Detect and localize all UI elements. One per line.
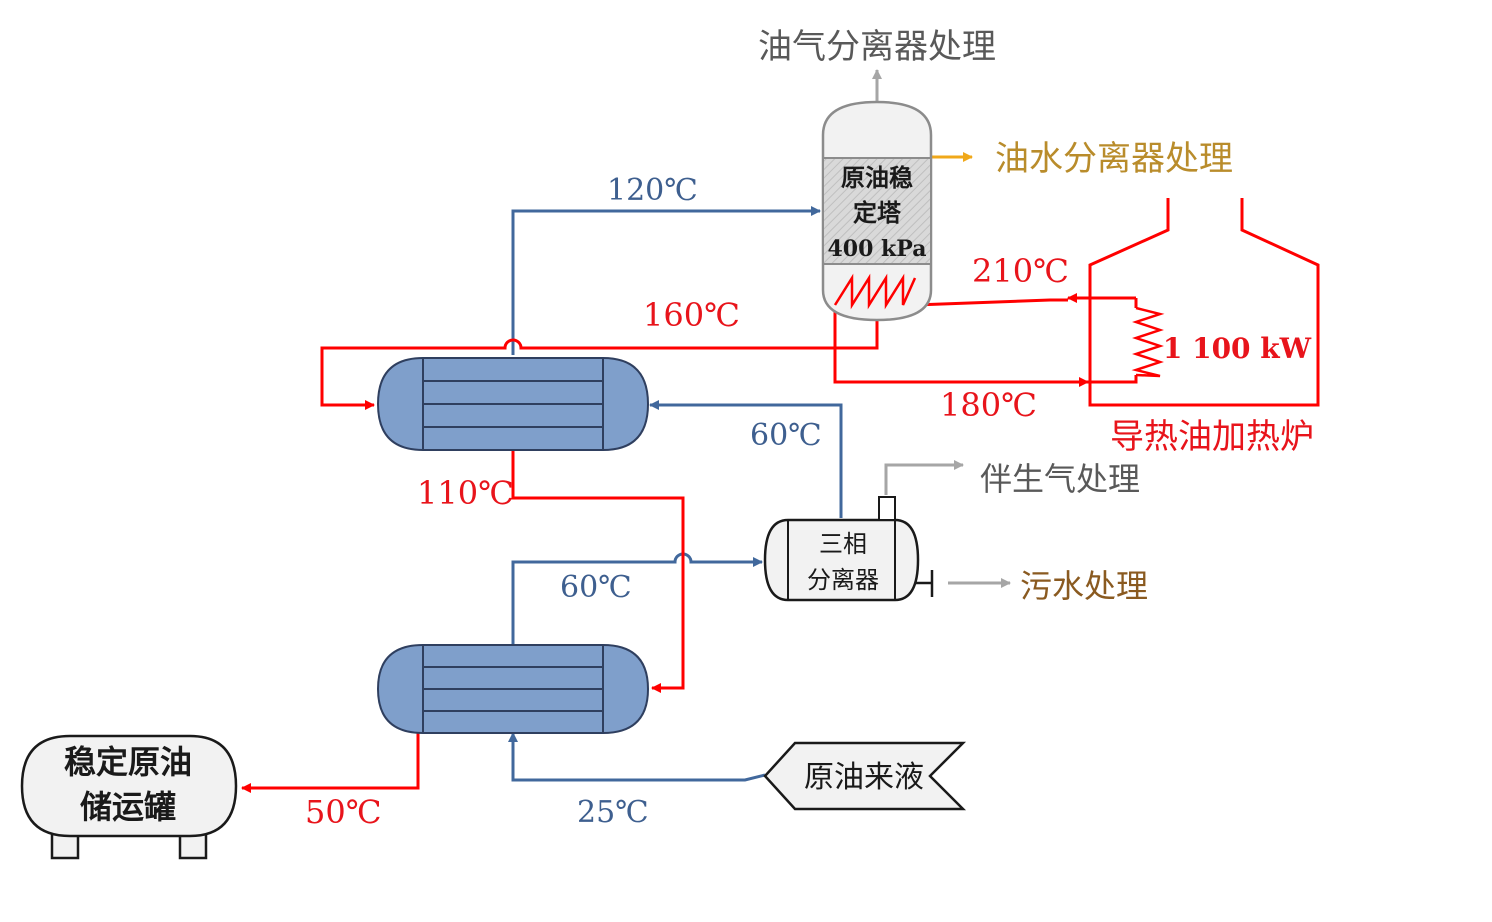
heater-coil	[1131, 306, 1165, 378]
temp-50: 50℃	[305, 793, 382, 831]
cold-pipe-to-column	[511, 206, 821, 355]
column-label-line2: 定塔	[853, 198, 902, 227]
temp-60-middle: 60℃	[560, 570, 632, 605]
temp-160: 160℃	[643, 296, 740, 334]
temp-60-upper: 60℃	[750, 418, 822, 453]
storage-tank	[20, 734, 238, 860]
temp-120: 120℃	[607, 173, 698, 208]
temp-25: 25℃	[577, 795, 649, 830]
temp-210: 210℃	[972, 252, 1069, 290]
lower-heat-exchanger	[376, 644, 650, 734]
storage-label-line2: 储运罐	[80, 788, 176, 826]
thermal-oil-return-line	[833, 305, 1089, 387]
hot-pipe-upper-to-lower-exchanger	[511, 450, 685, 693]
feed-label: 原油来液	[804, 760, 924, 795]
oil-water-separator-label: 油水分离器处理	[995, 139, 1233, 179]
hot-pipe-column-to-upper-exchanger	[320, 318, 879, 410]
temp-110: 110℃	[417, 474, 514, 512]
heater-power: 1 100 kW	[1163, 332, 1312, 365]
associated-gas-label: 伴生气处理	[980, 460, 1140, 498]
upper-heat-exchanger	[376, 357, 650, 451]
cold-pipe-separator-to-upper-exchanger	[649, 400, 843, 518]
feed-pipe	[508, 732, 766, 782]
feed-source-shape	[763, 741, 967, 811]
separator-label-line1: 三相	[819, 530, 867, 558]
hot-pipe-to-storage	[241, 733, 420, 793]
column-pressure: 400 kPa	[827, 236, 926, 262]
column-heating-coil	[833, 273, 917, 310]
temp-180: 180℃	[940, 386, 1037, 424]
heater-name: 导热油加热炉	[1110, 417, 1314, 457]
column-label-line1: 原油稳	[841, 163, 913, 192]
storage-label-line1: 稳定原油	[64, 743, 192, 781]
sewage-label: 污水处理	[1020, 567, 1148, 605]
separator-label-line2: 分离器	[807, 566, 879, 594]
associated-gas-line	[884, 460, 964, 495]
stabilizer-column	[821, 100, 933, 322]
heater-furnace-outline	[1088, 198, 1320, 407]
three-phase-separator	[763, 496, 934, 602]
gas-separator-label: 油气分离器处理	[758, 27, 996, 67]
heater-coil-connections	[1088, 298, 1138, 384]
thermal-oil-supply-line	[914, 293, 1136, 307]
cold-pipe-lower-exchanger-to-separator	[511, 552, 763, 645]
